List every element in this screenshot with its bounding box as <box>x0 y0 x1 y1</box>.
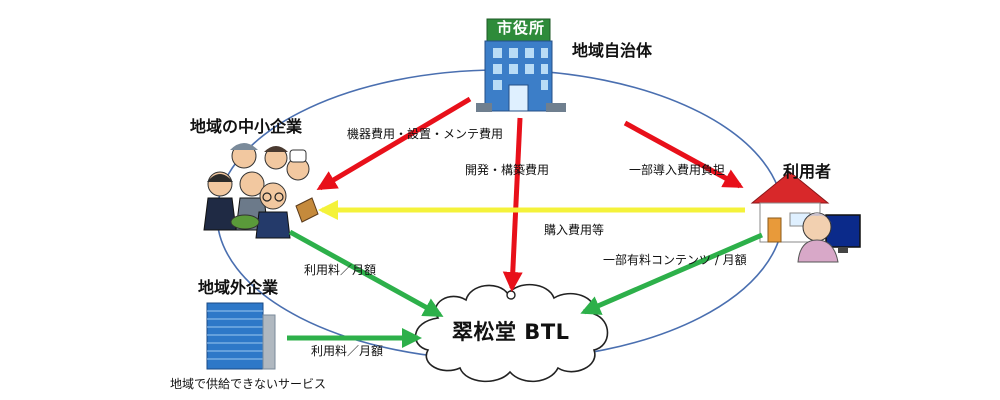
flow-label-muni-to-platform: 開発・構築費用 <box>465 163 550 177</box>
flow-label-muni-to-sme: 機器費用・設置・メンテ費用 <box>347 127 504 141</box>
flow-label-sme-to-platform: 利用料／月額 <box>304 263 377 277</box>
arrow-sme-to-platform <box>288 229 444 318</box>
senior-user-tv-icon <box>797 212 861 263</box>
city-hall-building-icon <box>476 18 566 112</box>
flow-label-users-to-platform: 一部有料コンテンツ / 月額 <box>603 253 747 267</box>
external-company-building-icon <box>206 302 276 370</box>
arrow-municipality-to-sme <box>316 96 472 191</box>
arrow-municipality-to-users <box>623 120 744 189</box>
arrow-users-to-platform <box>580 232 763 315</box>
municipality-label: 地域自治体 <box>572 41 653 60</box>
users-label: 利用者 <box>783 162 832 181</box>
flow-label-muni-to-users: 一部導入費用負担 <box>629 163 726 177</box>
arrow-municipality-to-platform <box>502 117 523 292</box>
local-sme-people-icon <box>203 143 319 239</box>
external-companies-label: 地域外企業 <box>198 278 279 297</box>
local-sme-label: 地域の中小企業 <box>190 117 303 136</box>
platform-label: 翠松堂 BTL <box>452 320 570 344</box>
flow-label-users-to-sme: 購入費用等 <box>544 223 605 237</box>
platform-cloud-icon <box>414 283 609 383</box>
flow-label-external-to-platform: 利用料／月額 <box>311 344 384 358</box>
external-companies-note: 地域で供給できないサービス <box>170 377 327 391</box>
city-hall-sign: 市役所 <box>497 19 546 37</box>
